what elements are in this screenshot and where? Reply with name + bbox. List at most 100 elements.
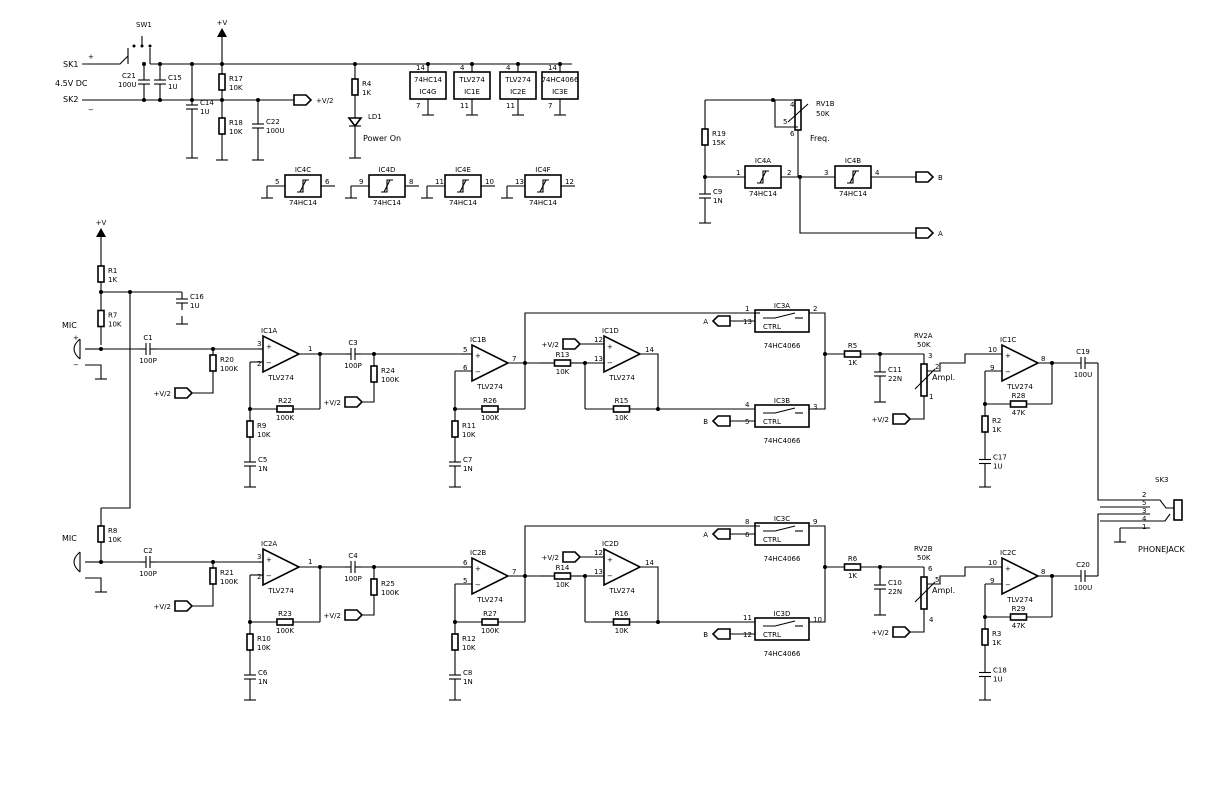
supply-plus: + (88, 53, 94, 61)
pin: 10 (485, 178, 494, 186)
ch1-c19-value: 100U (1074, 371, 1092, 379)
wire (799, 177, 916, 234)
pin: 10 (988, 559, 997, 567)
pin: 11 (743, 614, 752, 622)
ch2-ic2c-ref: IC2C (1000, 549, 1016, 557)
ic4b-type: 74HC14 (839, 190, 868, 198)
ch2-r21 (209, 567, 217, 585)
ch1-r20 (209, 354, 217, 372)
vcc-top-text: +V (217, 19, 228, 27)
jack-pin: 2 (1142, 491, 1146, 499)
ch2-r14 (553, 572, 572, 580)
wire (927, 353, 985, 372)
junction-dot (470, 62, 474, 66)
wire (524, 525, 760, 576)
spare-gate-3-type: 74HC14 (529, 199, 558, 207)
ch1-flag-a (711, 315, 731, 327)
ch1-ic3a-type: 74HC4066 (764, 342, 801, 350)
spare-gate-0-type: 74HC14 (289, 199, 318, 207)
ch2-r27 (481, 618, 499, 626)
ch2-ic2b-type: TLV274 (476, 596, 503, 604)
pin: 6 (325, 178, 330, 186)
pin: 1 (745, 305, 749, 313)
pin: 3 (257, 553, 261, 561)
pin: 2 (787, 169, 791, 177)
pin: 12 (594, 336, 603, 344)
ic4b-symbol (849, 170, 857, 184)
ic-power-type-3: 74HC4066 (542, 76, 579, 84)
ic-power-pin: 11 (506, 102, 515, 110)
ch2-c18-value: 1U (993, 676, 1003, 684)
ch2-r21-ref: R21 (220, 569, 234, 577)
ch2-c10-value: 22N (888, 588, 902, 596)
ch1-ic1c (1001, 343, 1040, 383)
c21-value: 100U (118, 81, 136, 89)
junction-dot (558, 62, 562, 66)
ch1-c1-value: 100P (139, 357, 157, 365)
r8-ref: R8 (108, 527, 117, 535)
ch1-vhalf-rv-text: +V/2 (872, 416, 889, 424)
ch1-vhalf-a (174, 387, 194, 399)
ch1-vhalf-b (344, 396, 364, 408)
ic-power-ref-1: IC1E (464, 88, 480, 96)
rv1b-ref: RV1B (816, 100, 835, 108)
ch2-flag-a (711, 528, 731, 540)
ch1-r2 (981, 415, 989, 433)
pin: 4 (790, 101, 795, 109)
pin: 3 (824, 169, 828, 177)
r4-value: 1K (362, 89, 371, 97)
ch2-ic2d-type: TLV274 (608, 587, 635, 595)
ch1-c3-ref: C3 (348, 339, 357, 347)
r1-value: 1K (108, 276, 117, 284)
pin: 2 (257, 360, 261, 368)
ch2-ic3c-ctrl: CTRL (763, 536, 781, 544)
ch1-r15-ref: R15 (615, 397, 629, 405)
pin: 1 (736, 169, 740, 177)
ch1-r9-value: 10K (257, 431, 271, 439)
freq-label: Freq. (810, 134, 830, 143)
ch2-flag-b-text: B (703, 631, 708, 639)
ch2-rv2b-ref: RV2B (914, 545, 933, 553)
ch1-ic3b (754, 404, 810, 428)
ch1-r20-ref: R20 (220, 356, 234, 364)
pin: 8 (1041, 355, 1045, 363)
ch2-ic2c (1001, 556, 1040, 596)
ch2-ic3c-type: 74HC4066 (764, 555, 801, 563)
ch2-vhalf-rv (892, 626, 912, 638)
ch1-r11-value: 10K (462, 431, 476, 439)
ch1-c17-ref: C17 (993, 454, 1007, 462)
pin: 6 (745, 531, 750, 539)
ch2-r12-ref: R12 (462, 635, 476, 643)
ic4b-ref: IC4B (845, 157, 861, 165)
ch1-flag-b-text: B (703, 418, 708, 426)
ic-power-type-1: TLV274 (458, 76, 485, 84)
r18 (218, 117, 226, 135)
sw1-terminal (148, 44, 152, 48)
pin: 3 (813, 403, 817, 411)
ch2-ic2a (262, 547, 301, 587)
osc-out-b-text: B (938, 174, 943, 182)
ch2-r21-value: 100K (220, 578, 238, 586)
spare-gate-0-symbol (299, 179, 307, 193)
pin: 14 (645, 346, 654, 354)
junction-dot (426, 62, 430, 66)
wire (809, 312, 826, 410)
ch2-r16-ref: R16 (615, 610, 629, 618)
ch1-r24-ref: R24 (381, 367, 395, 375)
jack-pin: 3 (1142, 507, 1146, 515)
ch1-ic1b-plus: + (475, 352, 481, 360)
ch1-r28 (1009, 400, 1028, 408)
pin: 10 (813, 616, 822, 624)
ch2-r23-value: 100K (276, 627, 294, 635)
phonejack-body (1173, 499, 1183, 521)
pin: 13 (594, 568, 603, 576)
ch2-ic2d-ref: IC2D (602, 540, 619, 548)
r4-ref: R4 (362, 80, 372, 88)
ic-power-ref-2: IC2E (510, 88, 526, 96)
ch1-ic3a-contact (763, 312, 796, 319)
ch1-r28-ref: R28 (1012, 392, 1026, 400)
ic-power-pin: 4 (506, 64, 511, 72)
spare-gate-1-type: 74HC14 (373, 199, 402, 207)
ch1-c1-ref: C1 (143, 334, 152, 342)
ch1-r28-value: 47K (1012, 409, 1026, 417)
